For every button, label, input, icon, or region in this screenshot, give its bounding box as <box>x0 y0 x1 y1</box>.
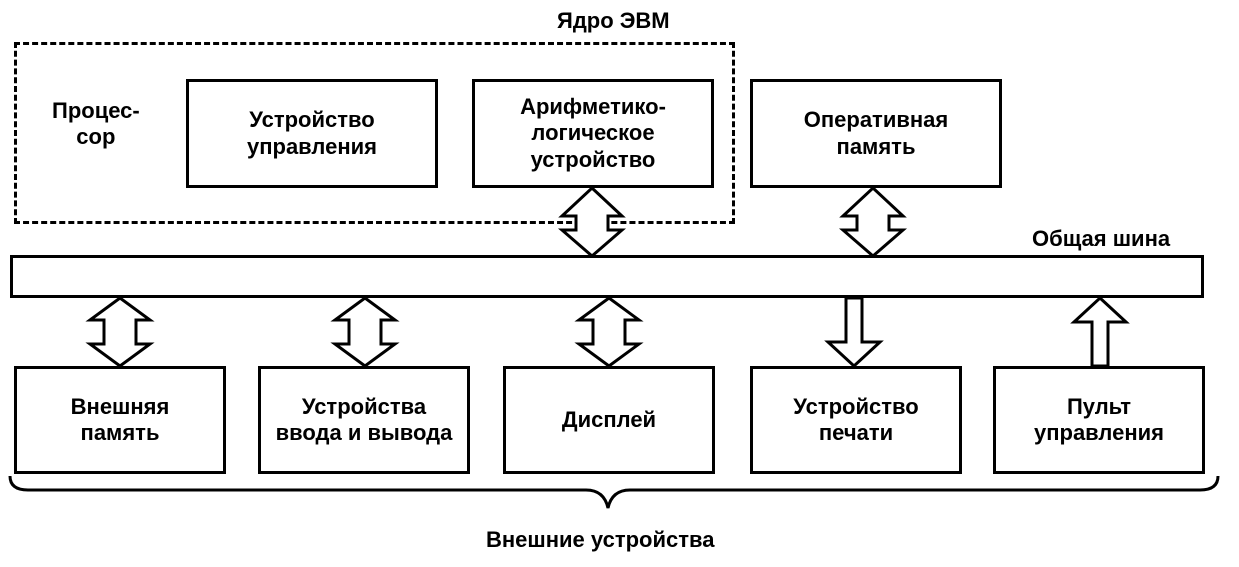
control-unit-box: Устройство управления <box>186 79 438 188</box>
computer-core-title: Ядро ЭВМ <box>557 8 670 33</box>
printer-box: Устройство печати <box>750 366 962 474</box>
alu-bus-double-arrow <box>557 185 627 258</box>
main-memory-box: Оперативная память <box>750 79 1002 188</box>
display-box: Дисплей <box>503 366 715 474</box>
io-devices-double-arrow <box>330 296 400 368</box>
bus-label: Общая шина <box>1032 226 1171 251</box>
io-devices-box: Устройства ввода и вывода <box>258 366 470 474</box>
common-bus <box>10 255 1204 298</box>
external-devices-label: Внешние устройства <box>486 527 715 552</box>
memory-bus-double-arrow <box>838 185 908 258</box>
printer-down-arrow <box>824 296 884 369</box>
processor-label: Процес- сор <box>52 98 140 150</box>
display-double-arrow <box>574 296 644 368</box>
computer-core-frame <box>14 42 735 224</box>
alu-box: Арифметико- логическое устройство <box>472 79 714 188</box>
control-panel-box: Пульт управления <box>993 366 1205 474</box>
external-memory-box: Внешняя память <box>14 366 226 474</box>
control-panel-up-arrow <box>1070 295 1130 368</box>
external-memory-double-arrow <box>85 296 155 368</box>
